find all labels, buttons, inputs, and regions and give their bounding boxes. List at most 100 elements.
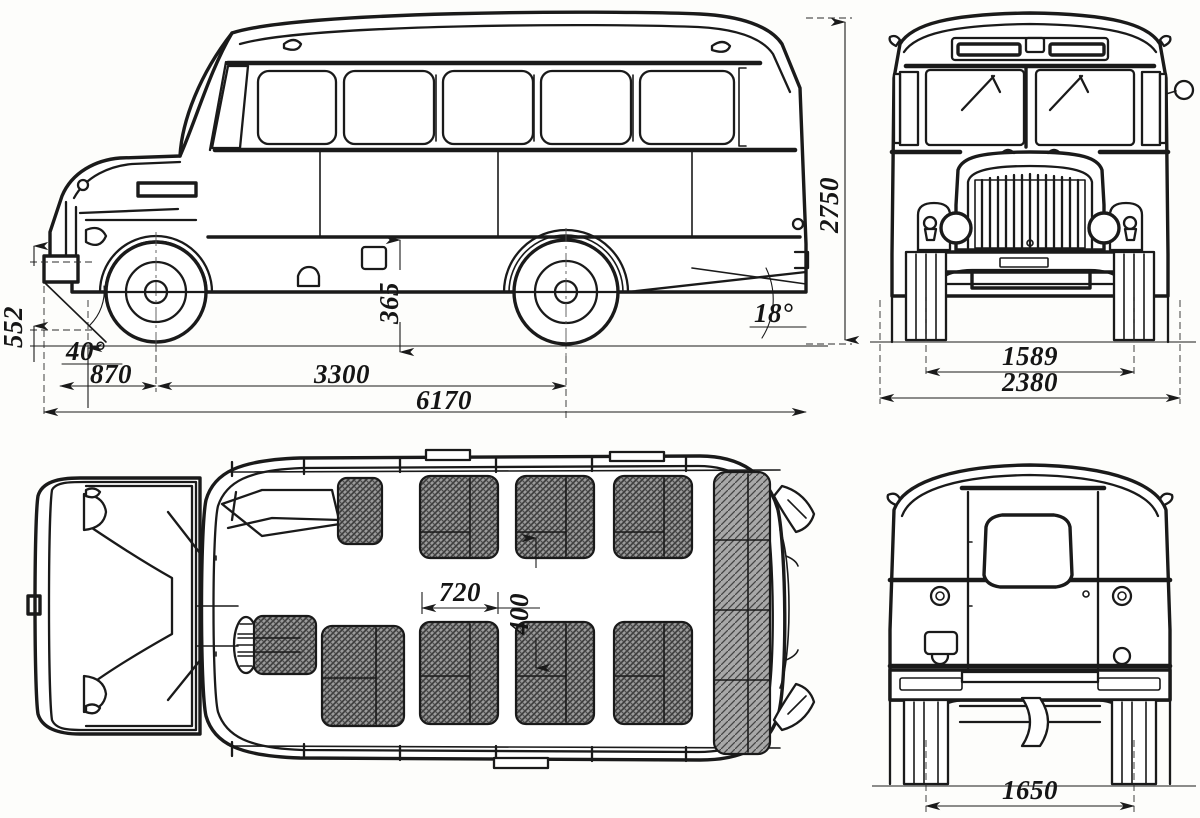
- seat-row3-b: [612, 620, 694, 726]
- seat-row1-a: [418, 474, 500, 560]
- plan-roof-hatch-under: [492, 756, 550, 770]
- seat-row3-lower: [612, 620, 694, 726]
- rear-window-frame-edge: [738, 67, 747, 147]
- seat-row2-b: [514, 620, 596, 726]
- turn-signal-left: [922, 215, 938, 231]
- license-plate-rear: [923, 630, 959, 656]
- mirror-arm: [1165, 90, 1177, 95]
- engine-bay-outer: [33, 476, 202, 736]
- approach-angle-arc: [89, 285, 105, 326]
- seat-row2-a: [514, 474, 596, 560]
- front-corner-window-left: [898, 70, 920, 147]
- rear-bench-seat: [712, 470, 772, 756]
- hood-latches: [1000, 148, 1062, 155]
- plan-roof-ribs-top: [230, 455, 688, 478]
- rear-bumper-left-slot: [899, 677, 963, 691]
- ext-6170: [43, 286, 567, 418]
- seat-row0-lower: [320, 624, 406, 728]
- sign-center-lamp: [1024, 36, 1046, 54]
- rear-body-sides-lower: [888, 698, 1172, 786]
- destination-sign-left: [956, 42, 1022, 57]
- mirror-icon: [1173, 79, 1195, 101]
- side-window-1: [256, 69, 338, 146]
- engine-bay-inner: [47, 480, 198, 732]
- plan-front-emblem: [26, 594, 42, 616]
- plan-chassis-rails: [195, 605, 239, 647]
- license-plate-front: [999, 257, 1049, 268]
- side-window-3: [441, 69, 535, 146]
- rear-wheel: [502, 228, 630, 356]
- turn-signal-right: [1122, 215, 1138, 231]
- rear-door-lock: [1082, 590, 1090, 598]
- seat-row1-lower: [418, 620, 500, 726]
- dim-label-seat-pitch: 720: [439, 577, 481, 607]
- radiator-cowl: [84, 484, 194, 728]
- seat-row2-lower: [514, 620, 596, 726]
- steering-column: [237, 637, 301, 653]
- rear-dimension-group: 1650: [924, 740, 1136, 812]
- seat-row0-left: [336, 476, 384, 546]
- rear-underbody-slope: [626, 270, 808, 294]
- rear-door-hinges: [787, 499, 807, 715]
- side-windows-group: [256, 67, 747, 147]
- window-pillars: [435, 74, 634, 142]
- seat-row2-upper: [514, 474, 596, 560]
- headlight-left: [939, 211, 973, 245]
- dim-label-overall-height: 2750: [814, 177, 844, 234]
- seat-row0-b: [320, 624, 406, 728]
- plan-a-pillar: [230, 490, 238, 522]
- engine-outline: [84, 522, 174, 690]
- plan-dash-line: [226, 516, 342, 530]
- hood-louvre: [136, 181, 198, 198]
- headlight-side: [84, 226, 108, 247]
- front-side-window-right: [1158, 72, 1168, 145]
- plan-roof-hatch-front: [424, 448, 472, 462]
- plan-dimension-group: 720 400: [420, 533, 551, 673]
- rear-bumper-center: [960, 670, 1100, 684]
- side-dimension-group: 2750 552 40° 18° 365 870 3300: [0, 17, 860, 418]
- hood-hinge: [76, 178, 90, 192]
- roof-seam-line: [238, 23, 792, 94]
- rear-lamp-lower-right: [1112, 646, 1132, 666]
- windshield-right: [1034, 68, 1136, 147]
- side-window-4: [539, 69, 633, 146]
- rear-roof-lamp-right: [1158, 492, 1174, 507]
- rear-door-handles: [785, 555, 799, 661]
- wiper-left-icon: [960, 74, 1002, 112]
- dim-label-overall-width: 2380: [1001, 367, 1058, 397]
- fuel-filler-hatch: [360, 245, 388, 271]
- rear-handle: [791, 217, 805, 231]
- front-differential: [970, 270, 1092, 290]
- ext-1650: [925, 740, 1135, 812]
- roof-vent-front-icon: [282, 38, 303, 51]
- seat-row1-upper: [418, 474, 500, 560]
- rear-elevation-view: 1650: [872, 463, 1196, 812]
- dim-label-wheelbase: 3300: [313, 359, 370, 389]
- ext-2380: [879, 300, 1181, 404]
- dim-label-overall-length: 6170: [416, 385, 472, 415]
- dim-label-rear-track: 1650: [1002, 775, 1058, 805]
- exhaust-pipe: [1020, 696, 1050, 748]
- seat-row3-a: [612, 474, 694, 560]
- plan-top-view: 720 400: [26, 448, 816, 770]
- seat-row3-upper: [612, 474, 694, 560]
- rear-window: [982, 513, 1074, 589]
- tail-light-left-lens: [935, 591, 945, 601]
- roof-lamp-left: [888, 34, 902, 48]
- bonnet-top: [72, 160, 182, 200]
- body-panel-seams: [319, 149, 693, 238]
- front-body-sides-lower: [890, 294, 1170, 344]
- turn-signal-right-body: [1123, 227, 1138, 242]
- windshield-left: [924, 68, 1026, 147]
- radiator-grille: [974, 172, 1086, 250]
- bonnet-seam: [78, 207, 180, 215]
- rear-roof-seam: [900, 473, 1160, 518]
- seat-row1-b: [418, 620, 500, 726]
- side-elevation-view: 2750 552 40° 18° 365 870 3300: [0, 10, 860, 418]
- turn-signal-left-body: [923, 227, 938, 242]
- side-marker: [296, 265, 321, 288]
- approach-angle-line: [43, 281, 107, 343]
- rear-light-side: [793, 250, 810, 270]
- grille-surround: [966, 164, 1094, 250]
